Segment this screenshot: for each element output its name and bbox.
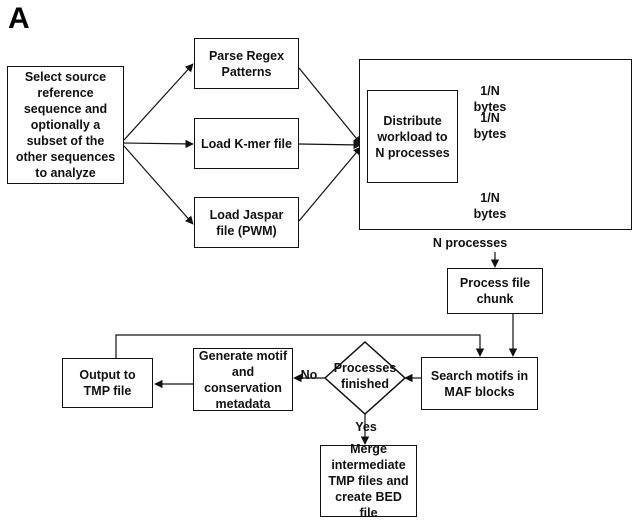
merge-box: Merge intermediate TMP files and create … — [320, 442, 417, 520]
yes-label: Yes — [355, 420, 377, 434]
no-label: No — [300, 368, 318, 382]
panel-letter: A — [8, 2, 30, 35]
edge-jaspar-to-panel — [298, 146, 362, 222]
n-processes-label: N processes — [432, 236, 508, 250]
select-source-box: Select source reference sequence and opt… — [7, 66, 124, 184]
decision-diamond — [323, 340, 407, 416]
distribute-workload-box: Distribute workload to N processes — [367, 90, 458, 183]
chunk-label-2: 1/N bytes — [473, 111, 507, 141]
chunk-label-1: 1/N bytes — [473, 84, 507, 114]
edge-source-to-kmer — [123, 139, 194, 149]
processes-finished-label: Processes finished — [333, 361, 397, 391]
edge-output-loop — [115, 334, 485, 358]
parse-regex-box: Parse Regex Patterns — [194, 38, 299, 89]
edge-parse-to-panel — [298, 67, 362, 145]
search-motifs-box: Search motifs in MAF blocks — [421, 357, 538, 410]
process-chunk-box: Process file chunk — [447, 268, 543, 314]
chunk-label-3: 1/N bytes — [473, 191, 507, 221]
edge-kmer-to-panel — [298, 140, 362, 150]
load-kmer-box: Load K-mer file — [194, 118, 299, 169]
edge-source-to-parse — [123, 63, 194, 141]
generate-metadata-box: Generate motif and conservation metadata — [193, 348, 293, 411]
load-jaspar-box: Load Jaspar file (PWM) — [194, 197, 299, 248]
edge-source-to-jaspar — [123, 145, 194, 225]
output-tmp-box: Output to TMP file — [62, 358, 153, 408]
